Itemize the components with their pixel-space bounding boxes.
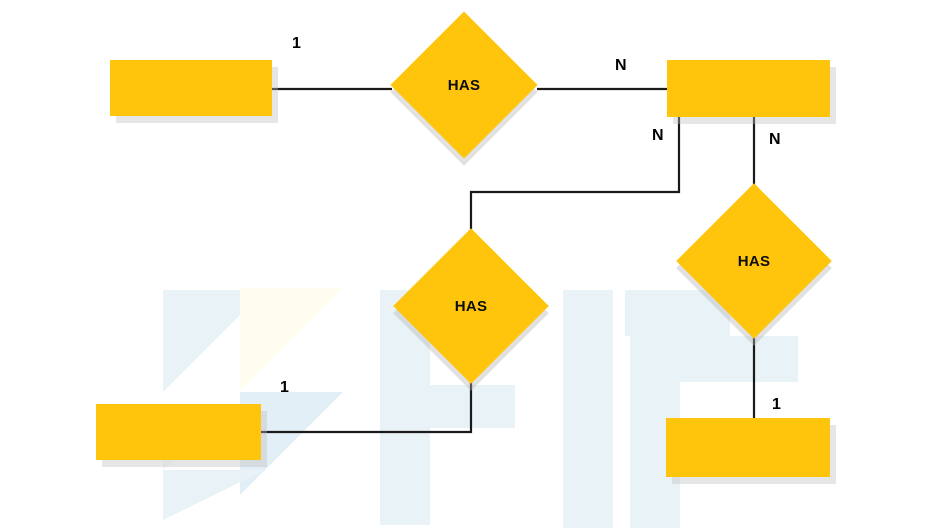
connector-bottom-left-to-rel-middle <box>261 361 473 434</box>
watermark-triangle-5 <box>163 470 265 520</box>
connector-top-right-to-rel-middle <box>469 117 681 251</box>
entity-bottom-right[interactable] <box>666 418 830 477</box>
watermark-bar-3 <box>430 385 515 428</box>
relationship-diamond-right[interactable]: HAS <box>676 183 832 339</box>
cardinality-top-left: 1 <box>292 35 301 52</box>
relationship-diamond-middle[interactable]: HAS <box>393 228 549 384</box>
entity-bottom-left[interactable] <box>96 404 261 460</box>
cardinality-bottom-right: 1 <box>772 396 781 413</box>
entity-top-right[interactable] <box>667 60 830 117</box>
watermark-triangle-1 <box>163 290 265 392</box>
watermark-bar-7 <box>680 336 798 382</box>
relationship-label-top: HAS <box>447 76 481 94</box>
entity-top-left[interactable] <box>110 60 272 116</box>
watermark-bar-4 <box>563 290 613 528</box>
watermark-bar-6 <box>630 290 730 528</box>
cardinality-mid-left: N <box>652 127 664 144</box>
watermark-triangle-2 <box>240 288 343 391</box>
cardinality-top-right: N <box>615 57 627 74</box>
relationship-label-middle: HAS <box>454 297 488 315</box>
relationship-diamond-top[interactable]: HAS <box>390 11 538 159</box>
cardinality-mid-right: N <box>769 131 781 148</box>
cardinality-bottom-left: 1 <box>280 379 289 396</box>
relationship-label-right: HAS <box>737 252 771 270</box>
